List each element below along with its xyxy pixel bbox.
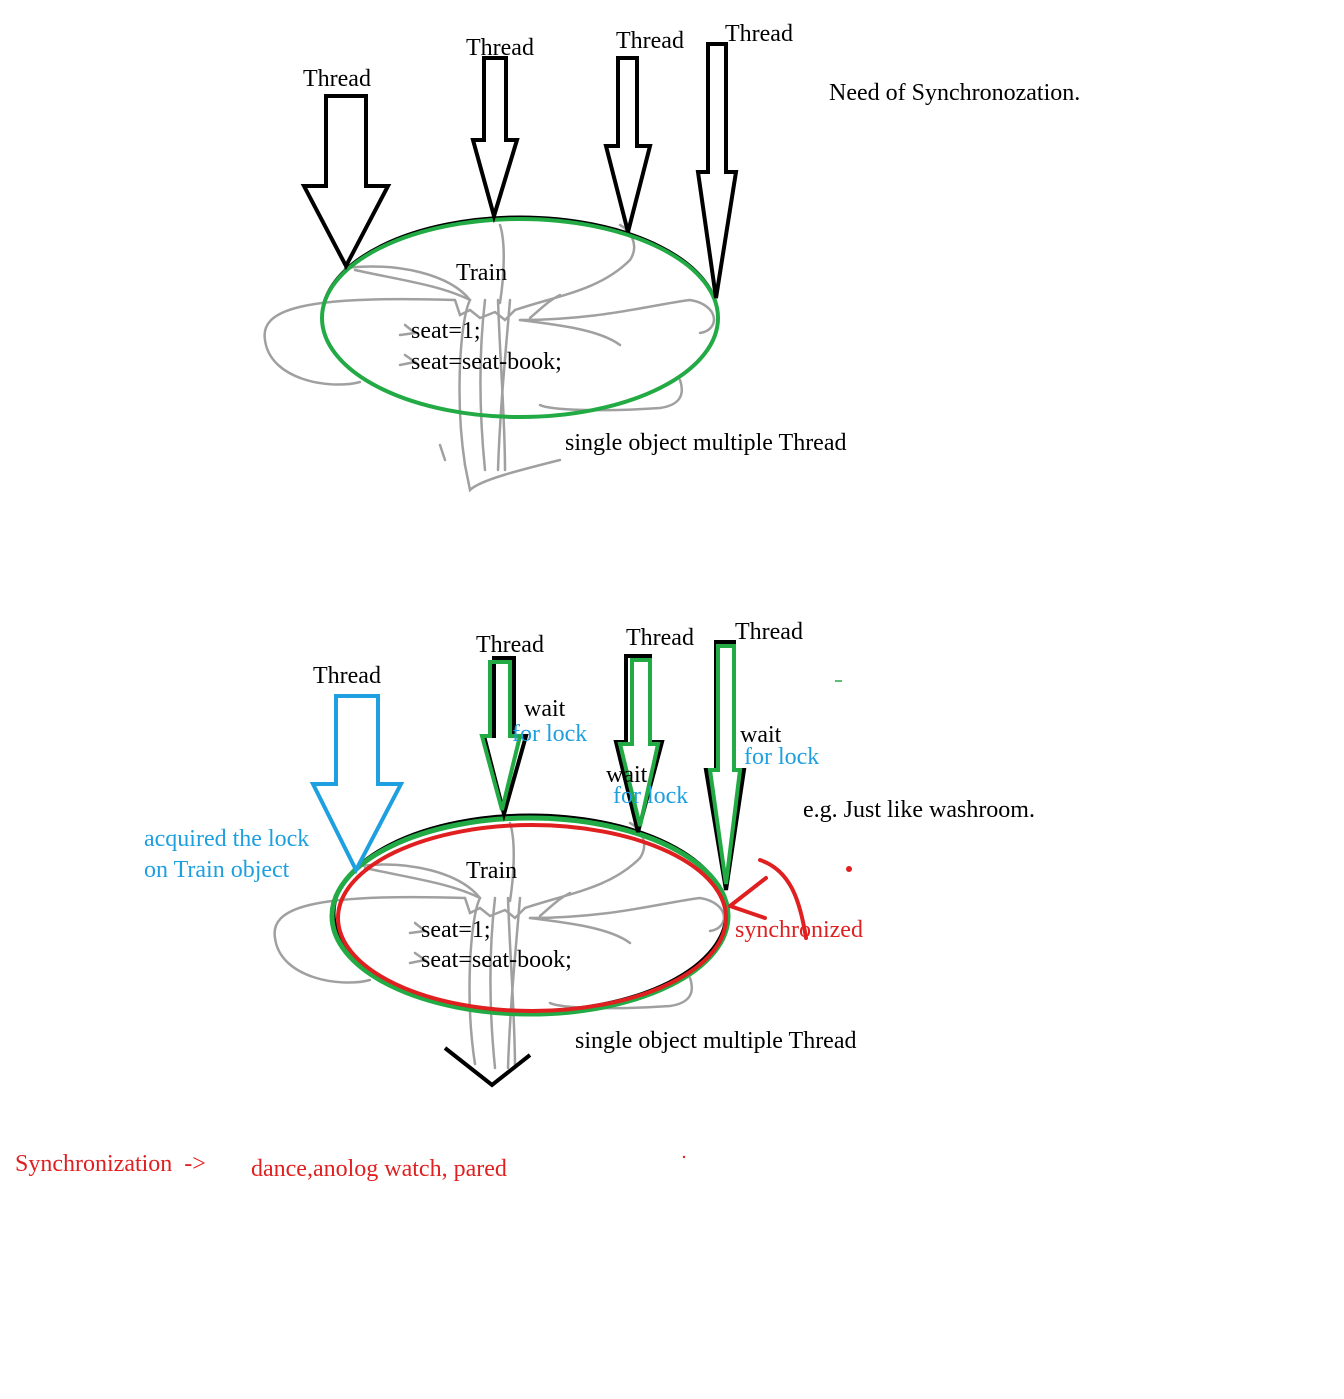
bottom-thread-arrow-1 [309, 694, 405, 875]
bottom-train-label: Train [466, 858, 518, 884]
synchronization-term: Synchronization -> [15, 1151, 206, 1177]
top-code-line-2: seat=seat-book; [411, 349, 562, 375]
red-dot [846, 866, 852, 872]
top-train-ellipse [320, 217, 720, 419]
acquired-lock-line-2: on Train object [144, 857, 290, 883]
bottom-thread-arrow-2 [479, 660, 523, 811]
synchronization-examples: dance,anolog watch, pared [251, 1156, 507, 1182]
top-thread-label-2: Thread [466, 35, 534, 61]
bottom-code-line-2: seat=seat-book; [421, 947, 572, 973]
synchronized-pointer [758, 858, 808, 940]
bottom-thread-label-4: Thread [735, 619, 803, 645]
for-lock-label-3: for lock [613, 783, 689, 809]
top-scribble [263, 223, 716, 493]
bottom-thread-arrow-4 [707, 644, 743, 885]
bottom-exit-chevron [443, 1046, 532, 1088]
bottom-thread-arrow-3 [617, 658, 661, 827]
top-thread-arrow-3 [603, 56, 653, 233]
top-title: Need of Synchronozation. [829, 80, 1081, 106]
top-thread-label-4: Thread [725, 21, 793, 47]
acquired-lock-line-1: acquired the lock [144, 826, 310, 852]
synchronized-pointer-head [728, 876, 768, 920]
bottom-thread-label-2: Thread [476, 632, 544, 658]
bottom-code-line-1: seat=1; [421, 917, 491, 943]
top-code-line-1: seat=1; [411, 318, 481, 344]
bottom-scribble [273, 821, 726, 1070]
top-thread-arrow-4 [695, 42, 739, 299]
top-thread-label-1: Thread [303, 66, 371, 92]
wait-label-4: wait [740, 722, 782, 748]
top-thread-arrow-1 [300, 94, 392, 271]
top-caption: single object multiple Thread [565, 430, 847, 456]
top-thread-arrows [300, 42, 739, 299]
synchronized-label: synchronized [735, 917, 863, 943]
for-lock-label-2: for lock [512, 721, 588, 747]
bottom-train-ellipse-green [329, 815, 731, 1017]
bottom-thread-label-3: Thread [626, 625, 694, 651]
wait-label-3: wait [606, 762, 648, 788]
bottom-train-ellipse-red [336, 823, 728, 1013]
bottom-thread-arrows [309, 640, 747, 891]
top-thread-label-3: Thread [616, 28, 684, 54]
wait-label-2: wait [524, 696, 566, 722]
top-train-label: Train [456, 260, 508, 286]
for-lock-label-4: for lock [744, 744, 820, 770]
bottom-caption: single object multiple Thread [575, 1028, 857, 1054]
bottom-thread-label-1: Thread [313, 663, 381, 689]
faint-dot [682, 1155, 686, 1159]
washroom-example: e.g. Just like washroom. [803, 797, 1035, 823]
top-thread-arrow-2 [470, 56, 520, 224]
